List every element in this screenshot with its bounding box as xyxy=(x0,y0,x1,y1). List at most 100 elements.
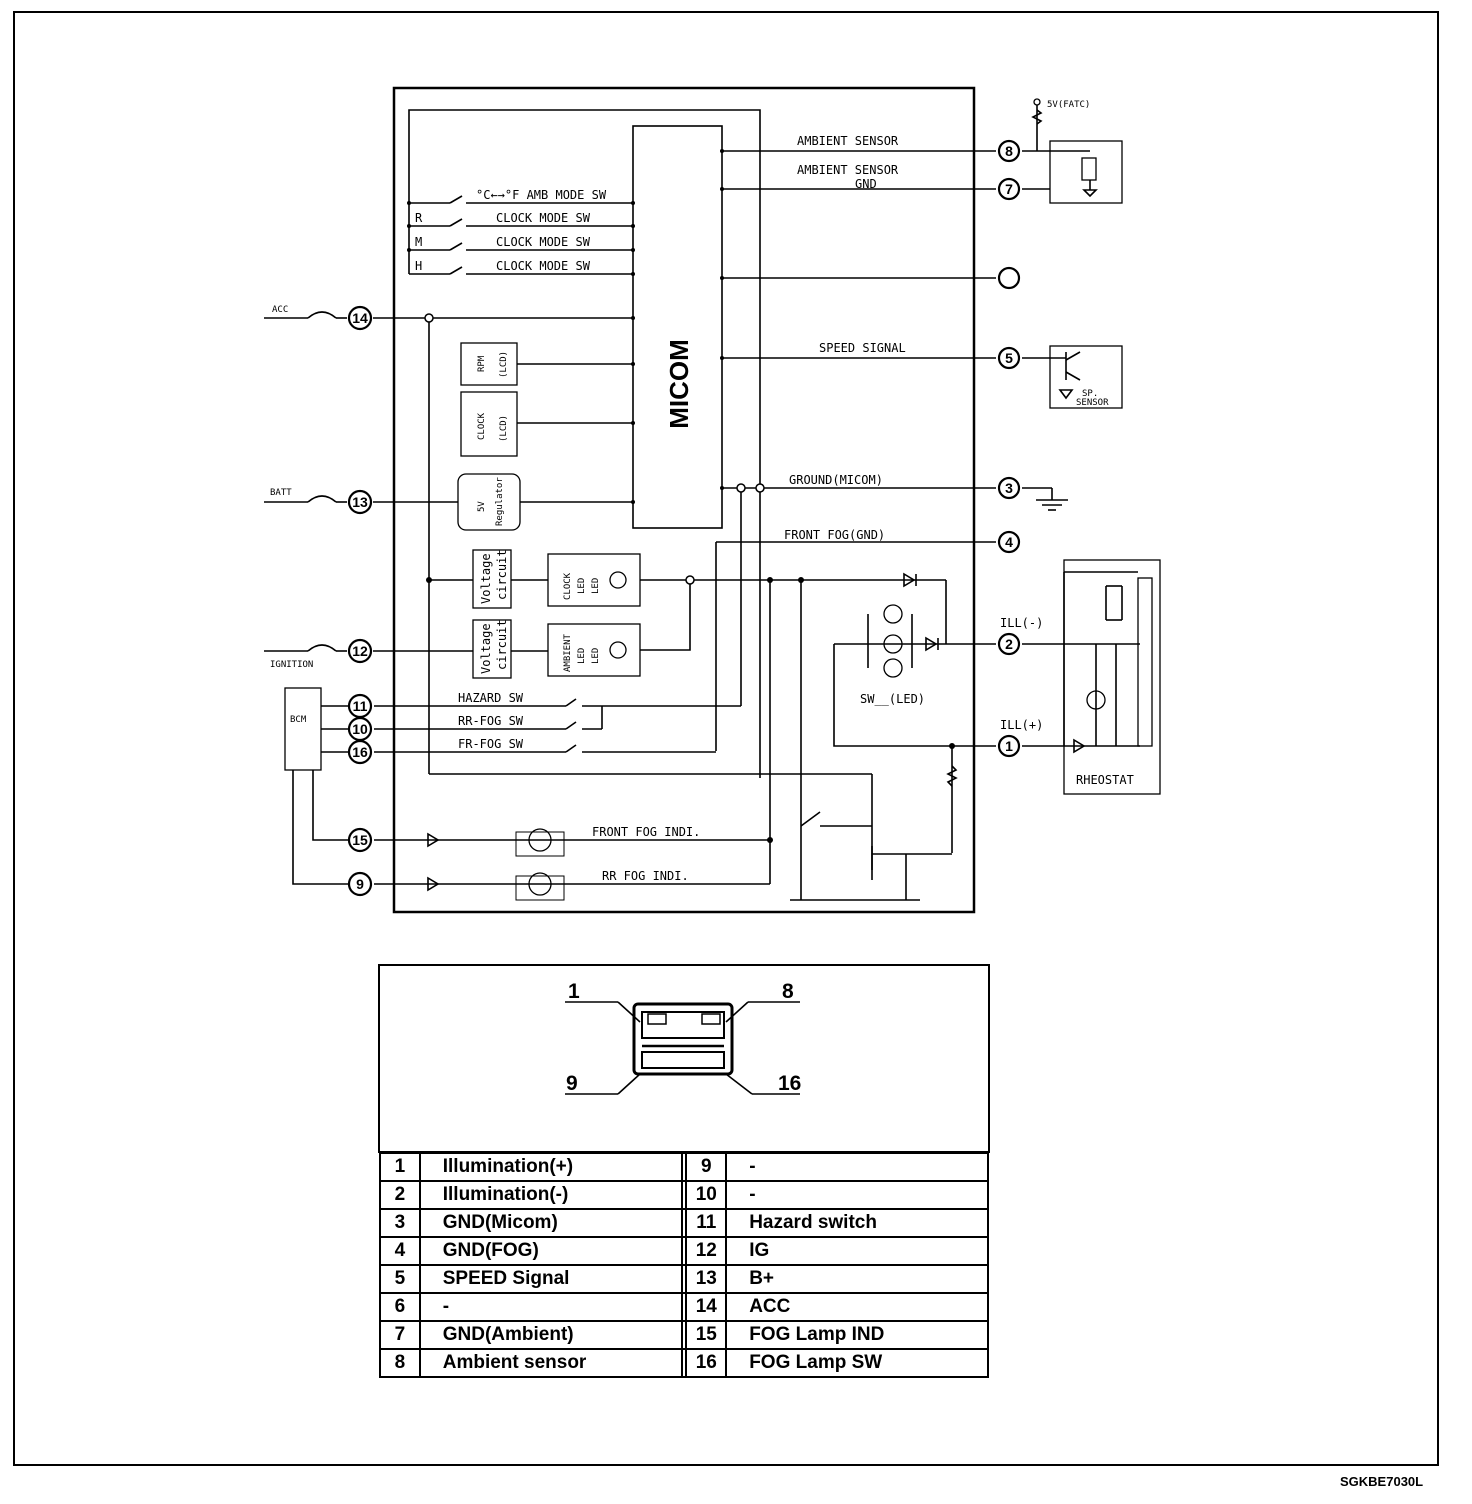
clock-mode-switch-r-label: CLOCK MODE SW xyxy=(496,211,591,225)
svg-text:3: 3 xyxy=(1005,480,1013,496)
mode-switches: °C←→°F AMB MODE SW R CLOCK MODE SW M CLO… xyxy=(407,188,635,276)
pin-16: 16 xyxy=(347,739,373,765)
micom-label: MICOM xyxy=(664,339,694,429)
svg-text:10: 10 xyxy=(352,721,368,737)
front-fog-gnd-label: FRONT FOG(GND) xyxy=(784,528,885,542)
svg-text:16: 16 xyxy=(352,744,368,760)
svg-text:4: 4 xyxy=(1005,534,1013,550)
svg-text:(LCD): (LCD) xyxy=(499,351,509,378)
svg-text:Voltage: Voltage xyxy=(479,553,493,604)
pin-circles: 8 7 5 3 4 2 1 14 13 12 11 10 16 15 9 xyxy=(347,139,1021,897)
cluster-outline xyxy=(392,86,976,914)
ground-symbol xyxy=(1022,487,1068,511)
internal-blocks: RPM (LCD) CLOCK (LCD) 5V Regulator Volta… xyxy=(457,342,946,679)
fog-indicators: FRONT FOG INDI. RR FOG INDI. xyxy=(292,770,952,901)
pin-7: 7 xyxy=(997,177,1021,201)
rr-fog-indicator-label: RR FOG INDI. xyxy=(602,869,689,883)
ill-minus-label: ILL(-) xyxy=(1000,616,1043,630)
pin-9: 9 xyxy=(347,871,373,897)
ambient-sensor-label: AMBIENT SENSOR xyxy=(797,134,899,148)
pin-5: 5 xyxy=(997,346,1021,370)
amb-mode-switch-label: °C←→°F AMB MODE SW xyxy=(476,188,607,202)
hazard-switch-label: HAZARD SW xyxy=(458,691,524,705)
svg-text:SENSOR: SENSOR xyxy=(1076,398,1109,408)
connector-pin-16-label: 16 xyxy=(778,1072,801,1095)
pin-10: 10 xyxy=(347,716,373,742)
svg-text:RPM: RPM xyxy=(477,355,487,372)
pin-12: 12 xyxy=(347,638,373,664)
ground-micom-label: GROUND(MICOM) xyxy=(789,473,883,487)
connector-view: 1 8 9 16 xyxy=(378,964,990,1153)
pin-8: 8 xyxy=(997,139,1021,163)
fr-fog-switch-label: FR-FOG SW xyxy=(458,737,524,751)
svg-text:8: 8 xyxy=(1005,143,1013,159)
sw-led-label: SW__(LED) xyxy=(860,692,925,706)
svg-text:2: 2 xyxy=(1005,636,1013,652)
svg-text:1: 1 xyxy=(1005,738,1013,754)
pin-2: 2 xyxy=(997,632,1021,656)
document-code: SGKBE7030L xyxy=(1340,1474,1424,1489)
svg-text:11: 11 xyxy=(353,698,368,714)
svg-text:SP.: SP. xyxy=(1082,389,1098,399)
front-fog-indicator-label: FRONT FOG INDI. xyxy=(592,825,700,839)
svg-text:12: 12 xyxy=(352,643,368,659)
svg-text:CLOCK: CLOCK xyxy=(477,412,487,440)
power-inputs: ACC BATT IGNITION xyxy=(264,305,635,774)
batt-label: BATT xyxy=(270,488,292,498)
rr-fog-switch-label: RR-FOG SW xyxy=(458,714,524,728)
rheostat-label: RHEOSTAT xyxy=(1076,773,1134,787)
clock-mode-switch-h-label: CLOCK MODE SW xyxy=(496,259,591,273)
acc-label: ACC xyxy=(272,305,288,315)
svg-text:LED: LED xyxy=(577,648,587,664)
svg-text:circuit: circuit xyxy=(495,619,509,670)
connector-pin-1-label: 1 xyxy=(568,980,580,1003)
fatc-5v-label: 5V(FATC) xyxy=(1047,100,1090,110)
ill-plus-label: ILL(+) xyxy=(1000,718,1043,732)
svg-text:AMBIENT SENSOR: AMBIENT SENSOR xyxy=(797,163,899,177)
bcm-and-switches: BCM HAZARD SW RR-FOG SW FR-FOG SW xyxy=(284,580,873,900)
connector-pin-8-label: 8 xyxy=(782,980,794,1003)
svg-text:M: M xyxy=(415,235,422,249)
svg-text:5: 5 xyxy=(1005,350,1013,366)
pin-15: 15 xyxy=(347,827,373,853)
switch-led-cluster: SW__(LED) ILL(-) ILL(+) xyxy=(833,580,1043,853)
pin-14: 14 xyxy=(347,305,373,331)
svg-text:14: 14 xyxy=(352,310,368,326)
voltage-circuit-1 xyxy=(472,549,512,609)
pin-4: 4 xyxy=(997,530,1021,554)
svg-text:5V: 5V xyxy=(477,501,487,512)
svg-text:(LCD): (LCD) xyxy=(499,415,509,442)
svg-text:LED: LED xyxy=(591,648,601,664)
speed-sensor-box: SP. SENSOR xyxy=(1022,345,1123,409)
svg-text:H: H xyxy=(415,259,422,273)
svg-text:circuit: circuit xyxy=(495,549,509,600)
pin-3: 3 xyxy=(997,476,1021,500)
svg-text:15: 15 xyxy=(352,832,368,848)
rheostat-box: RHEOSTAT xyxy=(1022,559,1161,795)
connector-pin-9-label: 9 xyxy=(566,1072,578,1095)
page-frame xyxy=(13,11,1439,1466)
svg-text:AMBIENT: AMBIENT xyxy=(563,633,573,672)
svg-text:Voltage: Voltage xyxy=(479,623,493,674)
pin-11: 11 xyxy=(347,693,373,719)
svg-text:GND: GND xyxy=(855,177,877,191)
pin-6 xyxy=(997,266,1021,290)
ignition-label: IGNITION xyxy=(270,660,313,670)
bcm-label: BCM xyxy=(290,715,307,725)
svg-text:13: 13 xyxy=(352,494,368,510)
pin-1: 1 xyxy=(997,734,1021,758)
svg-text:7: 7 xyxy=(1005,181,1013,197)
voltage-circuit-2 xyxy=(472,619,512,679)
micom-block: MICOM xyxy=(632,125,723,529)
svg-text:LED: LED xyxy=(577,578,587,594)
